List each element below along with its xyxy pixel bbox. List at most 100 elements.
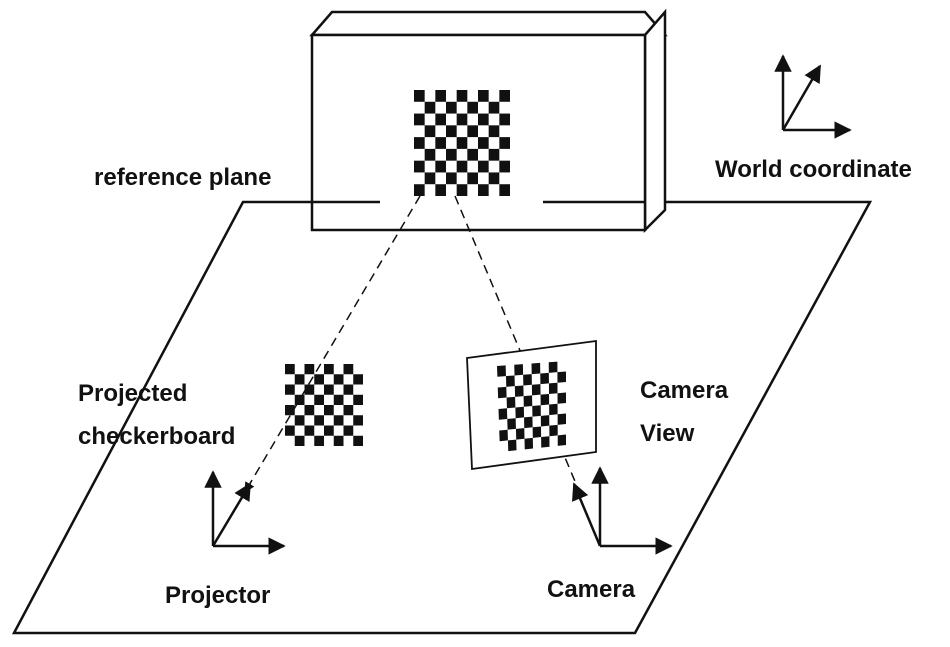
projected-checkerboard-square [333, 435, 344, 446]
reference-checkerboard-square [478, 113, 489, 126]
reference-checkerboard-square [456, 184, 468, 196]
projected-checkerboard-square [353, 415, 363, 426]
projected-checkerboard-square [285, 384, 295, 395]
camera-view-checkerboard-square [531, 384, 541, 396]
projected-checkerboard-square [353, 435, 363, 446]
projected-checkerboard-square [353, 394, 363, 405]
reference-checkerboard-square [435, 160, 446, 173]
camera-view-checkerboard-square [557, 413, 566, 425]
reference-checkerboard-square [478, 137, 489, 149]
reference-checkerboard-square [446, 172, 457, 185]
projected-checkerboard-square [285, 425, 295, 436]
camera-view-checkerboard-square [507, 439, 517, 452]
camera-view-checkerboard-square [549, 424, 558, 437]
reference-checkerboard-square [414, 184, 425, 196]
projected-checkerboard-square [285, 405, 295, 416]
projected-checkerboard-square [314, 415, 324, 426]
projected-checkerboard-square [343, 425, 354, 436]
reference-checkerboard-square [435, 137, 446, 149]
label-reference-plane: reference plane [94, 164, 271, 191]
reference-checkerboard-square [446, 125, 457, 138]
camera-view-checkerboard-square [514, 364, 524, 376]
camera-view-checkerboard-square [532, 426, 542, 438]
ground-plane [11, 200, 873, 635]
projected-checkerboard-square [333, 415, 344, 426]
camera-view-checkerboard-square [514, 385, 524, 397]
camera-view-checkerboard-square [557, 392, 566, 404]
camera-view-checkerboard-square [498, 408, 508, 420]
camera-view-checkerboard-square [507, 418, 516, 430]
camera-view-checkerboard-square [505, 375, 515, 387]
reference-checkerboard-square [467, 101, 478, 114]
reference-checkerboard-square [435, 113, 446, 126]
reference-checkerboard-square [499, 137, 510, 149]
reference-checkerboard-square [446, 148, 457, 161]
label-camera-view-line1: Camera [640, 377, 729, 404]
camera-view-checkerboard-square [515, 406, 525, 419]
reference-checkerboard-square [456, 113, 468, 126]
projection-ray [244, 195, 421, 493]
reference-checkerboard-square [478, 90, 489, 102]
reference-checkerboard-square [456, 160, 468, 173]
reference-checkerboard-square [424, 125, 436, 138]
camera-view-checkerboard-square [541, 436, 550, 448]
reference-checkerboard-square [414, 137, 425, 149]
projected-checkerboard-square [304, 425, 315, 436]
projected-checkerboard-square [343, 384, 354, 395]
projected-checkerboard-square [353, 374, 363, 385]
reference-checkerboard-square [446, 101, 457, 114]
projector-axes-icon [204, 470, 286, 555]
projected-checkerboard-square [304, 364, 315, 375]
reference-checkerboard-square [488, 125, 500, 138]
reference-checkerboard-square [499, 90, 510, 102]
projected-checkerboard-square [294, 415, 305, 426]
camera-view-checkerboard-square [549, 403, 558, 416]
camera-view-checkerboard-square [524, 416, 533, 429]
camera-view-checkerboard-square [523, 374, 532, 386]
reference-checkerboard-square [467, 125, 478, 138]
reference-checkerboard-square [424, 101, 436, 114]
reference-checkerboard-square [414, 90, 425, 102]
camera-view-checkerboard-square [557, 371, 566, 383]
reference-checkerboard-square [456, 90, 468, 102]
projected-checkerboard-square [324, 384, 334, 395]
reference-checkerboard-square [499, 184, 510, 196]
camera-view-checkerboard-square [540, 415, 550, 427]
projected-checkerboard-square [314, 435, 324, 446]
reference-box-top [309, 10, 668, 37]
projected-checkerboard-square [324, 425, 334, 436]
camera-view-checkerboard [497, 361, 566, 452]
reference-checkerboard-square [424, 148, 436, 161]
reference-box-front [310, 33, 647, 232]
reference-checkerboard-square [478, 184, 489, 196]
label-projector: Projector [165, 582, 270, 609]
camera-axes-icon [572, 466, 673, 555]
camera-view-checkerboard-square [557, 434, 566, 446]
projected-checkerboard-square [314, 374, 324, 385]
reference-box-side [643, 8, 667, 234]
reference-checkerboard-square [488, 148, 500, 161]
camera-view-checkerboard-square [548, 361, 558, 373]
projected-checkerboard-square [324, 364, 334, 375]
projected-checkerboard-square [343, 364, 354, 375]
label-projected-line2: checkerboard [78, 423, 235, 450]
camera-view-checkerboard-square [497, 365, 506, 377]
projected-checkerboard-square [294, 394, 305, 405]
reference-checkerboard-square [478, 160, 489, 173]
camera-view-checkerboard-square [532, 405, 541, 417]
reference-checkerboard-square [488, 101, 500, 114]
label-camera-view-line2: View [640, 420, 695, 447]
camera-view-checkerboard-square [499, 429, 508, 442]
reference-checkerboard-square [414, 113, 425, 126]
label-projected-line1: Projected [78, 380, 187, 407]
reference-checkerboard-square [424, 172, 436, 185]
camera-view-checkerboard-square [540, 372, 549, 385]
camera-view-checkerboard-square [548, 382, 558, 394]
reference-checkerboard-square [467, 172, 478, 185]
projected-checkerboard-square [285, 364, 295, 375]
camera-view-checkerboard-square [515, 428, 525, 440]
reference-checkerboard-square [467, 148, 478, 161]
projected-checkerboard-square [333, 394, 344, 405]
reference-checkerboard-square [414, 160, 425, 173]
